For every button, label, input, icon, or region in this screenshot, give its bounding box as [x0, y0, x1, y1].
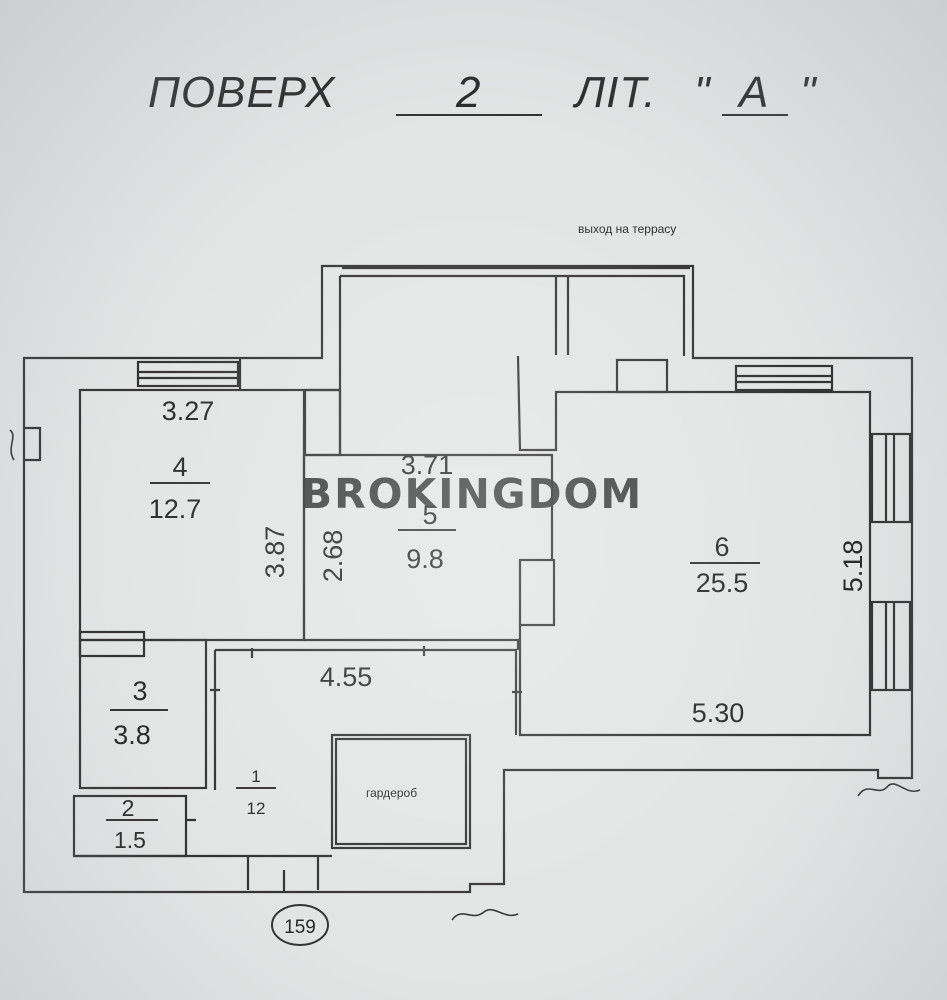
room-1-area: 12: [247, 799, 266, 818]
room-6-area: 25.5: [696, 568, 749, 598]
room-2-area: 1.5: [114, 827, 146, 853]
room-4-width: 3.27: [162, 396, 215, 426]
letter-value: А: [739, 68, 770, 117]
walls: [9, 264, 921, 921]
room-4-number: 4: [172, 452, 187, 482]
letter-quote-close: ": [800, 68, 817, 117]
letter-quote-open: ": [694, 68, 711, 117]
building-number: 159: [284, 917, 316, 938]
room-1-number: 1: [251, 767, 260, 786]
room-6-number: 6: [714, 532, 729, 562]
room-4-area: 12.7: [149, 494, 202, 524]
letter-label: ЛІТ.: [575, 68, 657, 117]
floor-underline: [396, 114, 542, 116]
watermark: BROKINGDOM: [300, 470, 644, 518]
room-6-width: 5.30: [692, 698, 745, 728]
wardrobe-label: гардероб: [366, 786, 417, 800]
room-5-depth: 2.68: [318, 530, 348, 583]
corridor-width: 4.55: [320, 662, 373, 692]
floor-label: ПОВЕРХ: [148, 68, 336, 117]
room-2-number: 2: [122, 795, 135, 821]
room-5-area: 9.8: [406, 544, 444, 574]
floor-number: 2: [456, 68, 482, 117]
room-6-depth: 5.18: [838, 540, 868, 593]
area-fraction-lines: [106, 482, 760, 821]
terrace-exit-label: выход на террасу: [578, 222, 676, 236]
room-3-area: 3.8: [113, 720, 151, 750]
letter-underline: [722, 114, 788, 116]
room-5-width: 3.71: [401, 450, 454, 480]
floor-header: ПОВЕРХ 2 ЛІТ. " А ": [0, 62, 947, 132]
room-4-depth: 3.87: [260, 526, 290, 579]
room-3-number: 3: [132, 676, 147, 706]
room-5-number: 5: [422, 500, 437, 530]
building-number-circle: [271, 904, 329, 946]
